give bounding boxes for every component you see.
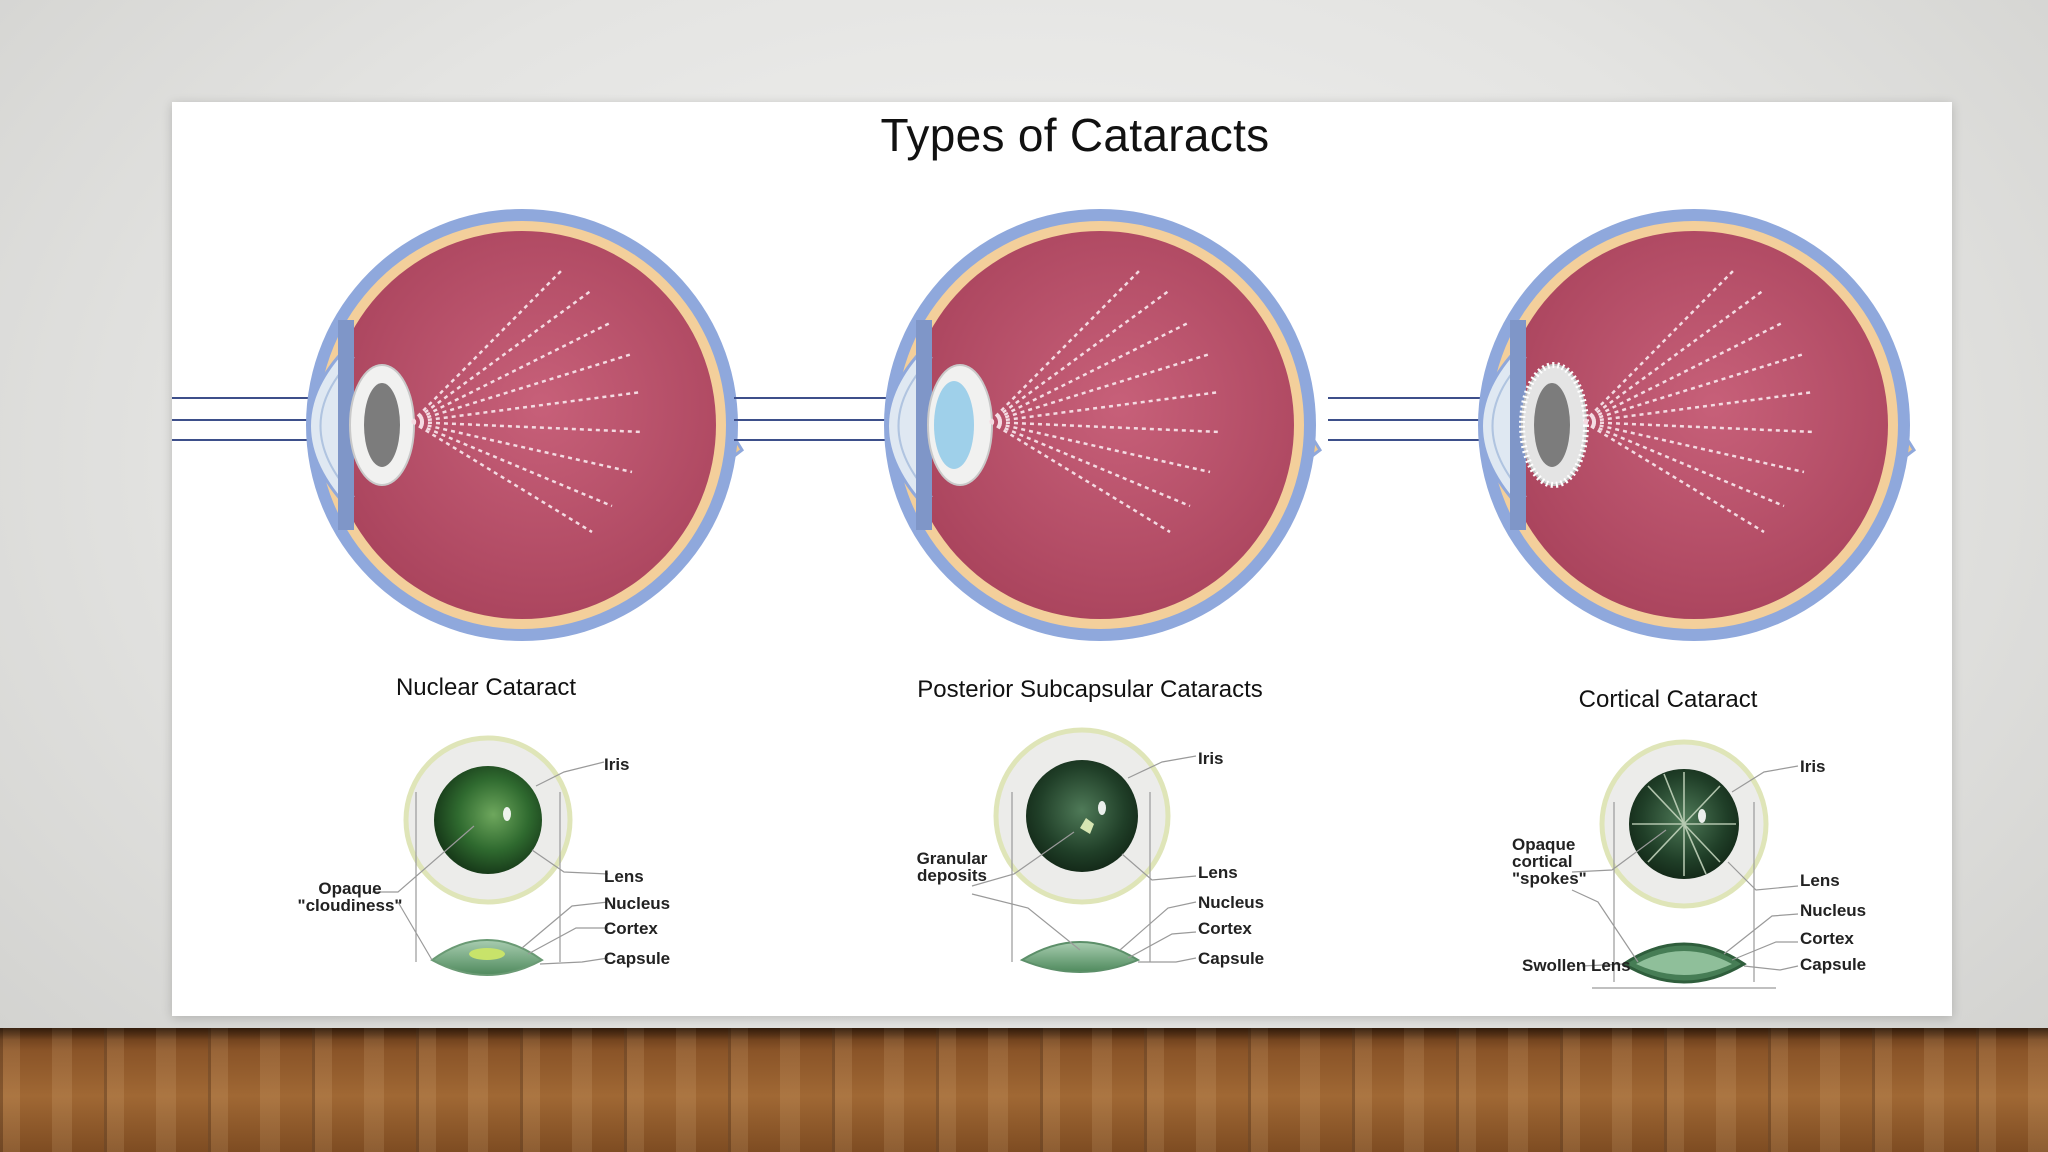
label-cortex: Cortex: [1800, 929, 1854, 948]
eye-cortical: [1328, 209, 1917, 641]
label-opaque-cortical-spokes: Opaque cortical "spokes": [1512, 835, 1587, 888]
subtitle-nuclear-cataract: Nuclear Cataract: [395, 674, 577, 701]
label-capsule: Capsule: [1198, 949, 1265, 968]
diagram-title: Types of Cataracts: [880, 109, 1270, 161]
label-nucleus: Nucleus: [1198, 893, 1265, 912]
label-nucleus: Nucleus: [1800, 901, 1867, 920]
label-capsule: Capsule: [604, 949, 671, 968]
eyes-illustration: [172, 209, 1917, 989]
label-capsule: Capsule: [1800, 955, 1867, 974]
subtitle-cortical-cataract: Cortical Cataract: [1578, 686, 1758, 713]
lens-detail-cortical: [1571, 739, 1799, 989]
label-cortex: Cortex: [1198, 919, 1252, 938]
label-granular-deposits: Granular deposits: [916, 849, 988, 885]
eye-nuclear: [172, 209, 745, 641]
diagram-panel: Types of Cataracts: [172, 102, 1952, 1016]
label-swollen-lens: Swollen Lens: [1522, 956, 1631, 975]
label-iris: Iris: [604, 755, 630, 774]
lens-detail-posterior: [971, 727, 1197, 973]
label-nucleus: Nucleus: [604, 894, 671, 913]
label-opaque-cloudiness: Opaque "cloudiness": [297, 879, 403, 915]
label-iris: Iris: [1800, 757, 1826, 776]
label-lens: Lens: [1800, 871, 1840, 890]
label-lens: Lens: [604, 867, 644, 886]
label-lens: Lens: [1198, 863, 1238, 882]
subtitle-posterior-subcapsular: Posterior Subcapsular Cataracts: [917, 676, 1263, 703]
eye-posterior: [734, 209, 1323, 641]
wooden-floor: [0, 1028, 2048, 1152]
label-cortex: Cortex: [604, 919, 658, 938]
lens-detail-nuclear: [372, 735, 609, 976]
floor-shadow: [0, 1028, 2048, 1040]
label-iris: Iris: [1198, 749, 1224, 768]
